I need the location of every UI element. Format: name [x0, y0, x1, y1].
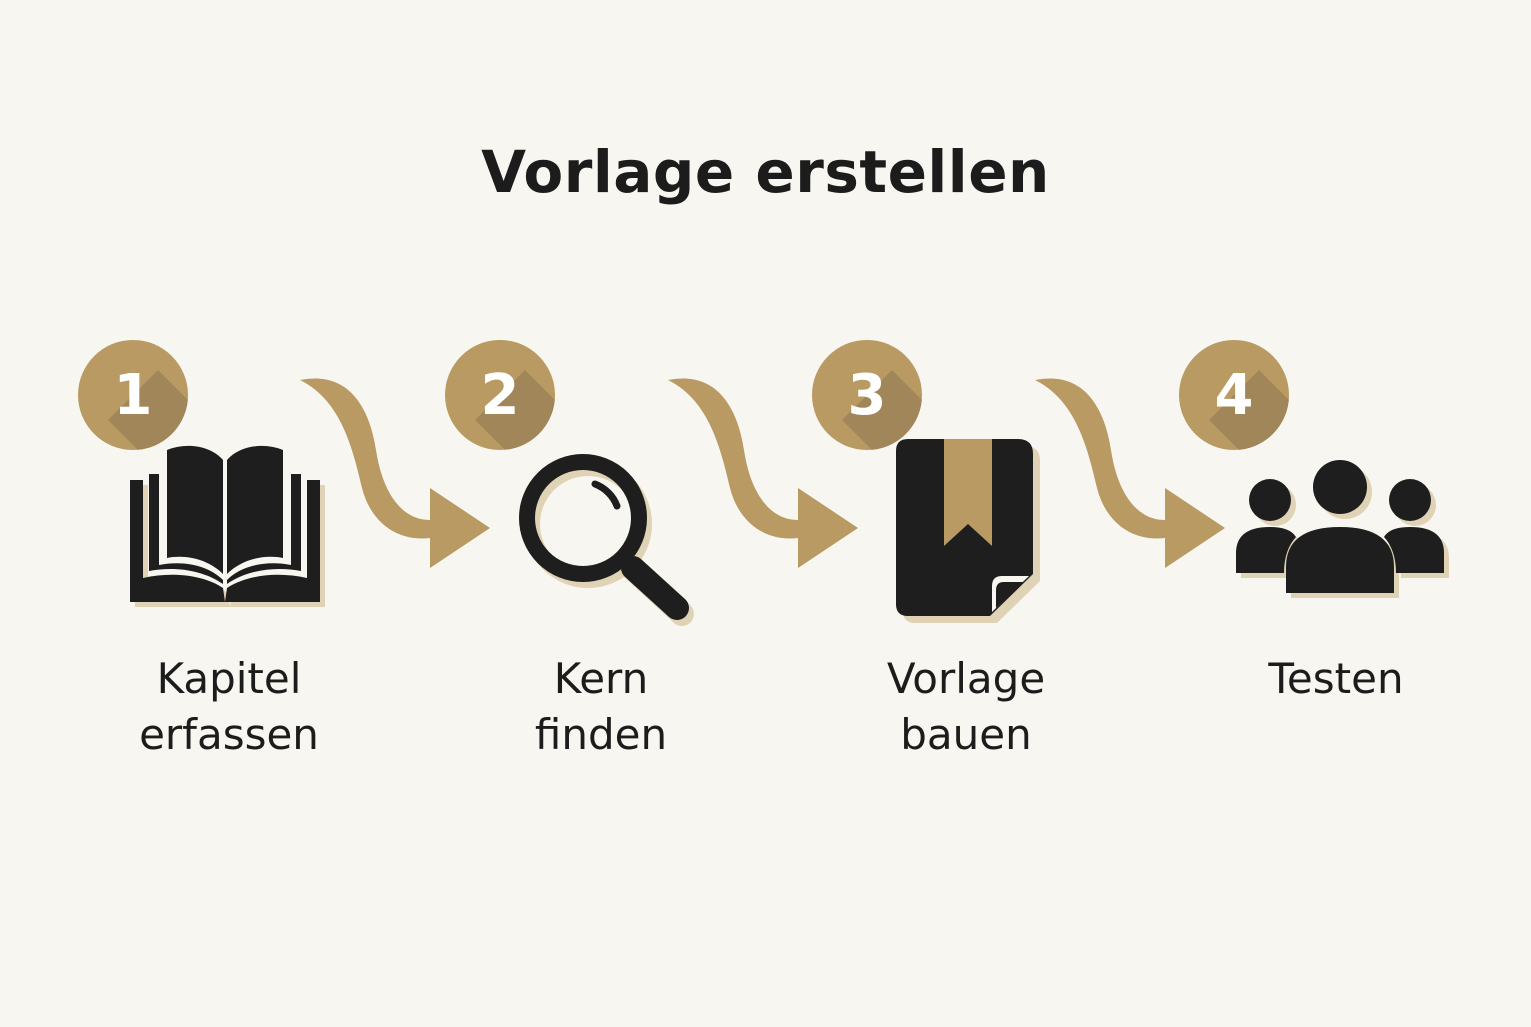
- step-3-badge: 3: [812, 340, 922, 450]
- step-number: 3: [847, 362, 887, 428]
- step-number: 2: [480, 362, 520, 428]
- badge-shadow-icon: [1209, 370, 1289, 450]
- step-number: 1: [113, 362, 153, 428]
- step-number: 4: [1214, 362, 1254, 428]
- label-line: Vorlage: [886, 654, 1046, 703]
- diagram-title: Vorlage erstellen: [481, 138, 1050, 206]
- label-line: bauen: [900, 710, 1032, 759]
- bookmarked-book-icon: [896, 439, 1040, 623]
- label-line: finden: [534, 710, 668, 759]
- step-3-label: Vorlage bauen: [816, 651, 1116, 763]
- badge-shadow-icon: [842, 370, 922, 450]
- step-2-badge: 2: [445, 340, 555, 450]
- label-line: erfassen: [139, 710, 319, 759]
- step-4-badge: 4: [1179, 340, 1289, 450]
- arrow-1-to-2-icon: [300, 378, 490, 568]
- magnifier-icon: [519, 454, 694, 626]
- step-1-badge: 1: [78, 340, 188, 450]
- label-line: Testen: [1268, 654, 1404, 703]
- badge-shadow-icon: [108, 370, 188, 450]
- label-line: Kern: [553, 654, 649, 703]
- badge-shadow-icon: [475, 370, 555, 450]
- label-line: Kapitel: [156, 654, 302, 703]
- step-1-label: Kapitel erfassen: [79, 651, 379, 763]
- people-group-icon: [1236, 460, 1449, 598]
- open-book-icon: [130, 445, 325, 607]
- arrow-2-to-3-icon: [668, 378, 858, 568]
- arrow-3-to-4-icon: [1035, 378, 1225, 568]
- step-4-label: Testen: [1186, 651, 1486, 707]
- step-2-label: Kern finden: [451, 651, 751, 763]
